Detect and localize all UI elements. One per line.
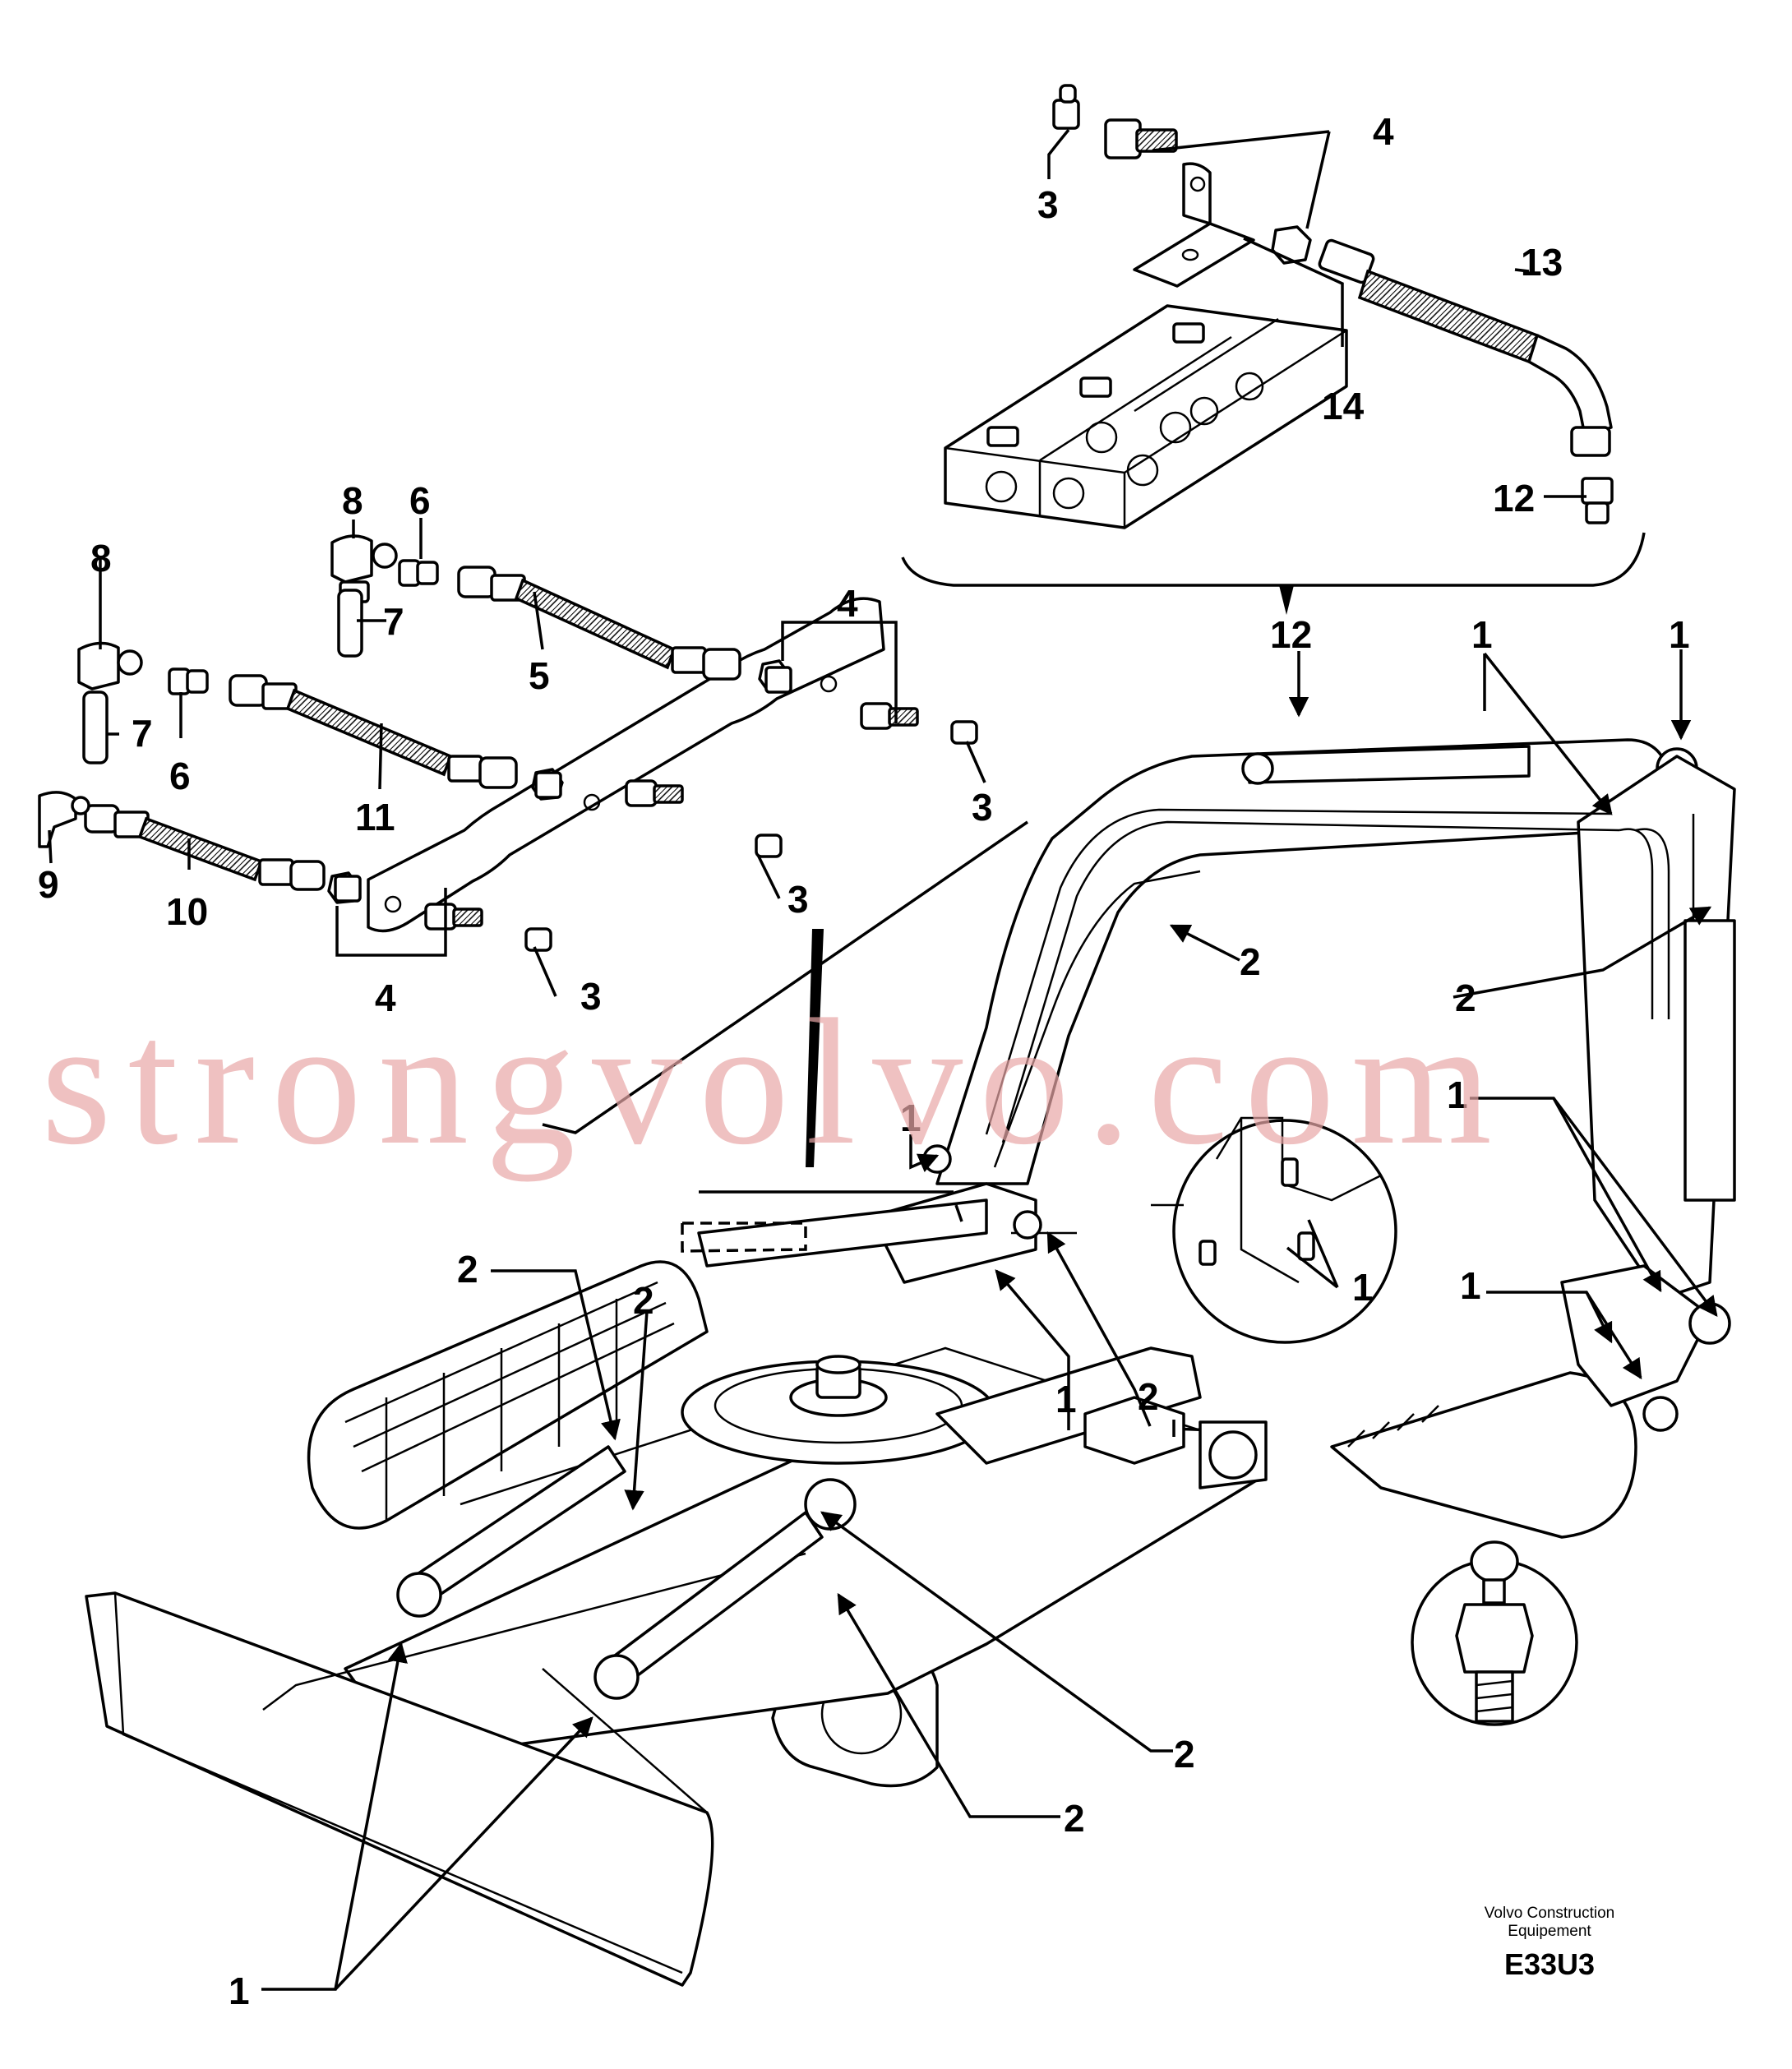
fitting-6a-part [398, 559, 439, 587]
callout-11: 11 [355, 796, 395, 838]
hose-13-part [1318, 238, 1613, 457]
hose-11-part [229, 674, 564, 801]
pipe-7b-part [82, 690, 109, 764]
callout-8: 8 [90, 537, 112, 580]
hose-5-part [457, 566, 791, 692]
bucket-part [1330, 1264, 1731, 1539]
callout-3: 3 [580, 975, 602, 1018]
callout-3: 3 [787, 878, 809, 921]
bolts-4-part [424, 702, 978, 952]
callout-7: 7 [383, 600, 404, 643]
callout-1: 1 [1471, 613, 1493, 656]
callout-1: 1 [1669, 613, 1690, 656]
callout-2: 2 [1064, 1797, 1085, 1840]
callout-1: 1 [1447, 1074, 1468, 1116]
distribution-block-part [944, 304, 1348, 529]
blade-cylinders-part [396, 1445, 857, 1700]
callout-1: 1 [1352, 1266, 1374, 1309]
detail-hoses-group [38, 534, 1028, 1167]
pipe-7a-part [337, 589, 363, 658]
callout-14: 14 [1322, 385, 1365, 427]
drawing-code: E33U3 [1504, 1947, 1595, 1981]
callout-9: 9 [38, 863, 59, 906]
detail-bracket-line-2 [542, 820, 1028, 1134]
callout-2: 2 [633, 1279, 654, 1322]
detail-bracket-line [901, 532, 1646, 587]
nut-part [1271, 225, 1312, 265]
credit-line-2: Equipement [1508, 1923, 1591, 1940]
callout-3: 3 [1037, 183, 1059, 226]
excavator-group [85, 1260, 1268, 1987]
dozer-blade-part [85, 1552, 806, 1987]
grease-nipple-part [1052, 84, 1080, 130]
callout-4: 4 [1373, 110, 1394, 153]
boom-part [935, 738, 1670, 1185]
bolt-part [1104, 118, 1178, 159]
detail-pointer [1279, 585, 1294, 615]
callout-2: 2 [1455, 977, 1476, 1019]
detail-pointer-2 [806, 929, 824, 1167]
callout-labels: 4 3 13 14 12 12 1 1 8 6 8 4 7 5 7 6 3 11… [38, 110, 1690, 2012]
callout-2: 2 [1240, 940, 1261, 983]
callout-4: 4 [837, 582, 858, 625]
callout-7: 7 [132, 712, 153, 755]
callout-13: 13 [1521, 241, 1563, 284]
magnifier-boom-pin [1151, 1116, 1397, 1344]
fitting-12-part [1581, 477, 1614, 524]
callout-6: 6 [169, 755, 191, 797]
callout-10: 10 [166, 890, 208, 933]
callout-8: 8 [342, 479, 363, 522]
callout-1: 1 [1055, 1378, 1077, 1420]
callout-12: 12 [1270, 613, 1312, 656]
detail-grease-block-group [901, 84, 1646, 615]
elbow-8b-part [77, 641, 143, 690]
callout-5: 5 [529, 654, 550, 697]
fitting-6b-part [168, 667, 209, 695]
callout-2: 2 [1138, 1375, 1159, 1418]
slewing-ring-part [681, 1355, 996, 1465]
callout-3: 3 [972, 786, 993, 829]
leader-lines [48, 128, 1718, 1991]
callout-4: 4 [375, 977, 396, 1019]
callout-2: 2 [1174, 1733, 1195, 1776]
manifold-plate-part [367, 597, 885, 933]
callout-2: 2 [457, 1248, 478, 1291]
callout-1: 1 [229, 1970, 250, 2012]
hose-10-part [84, 804, 360, 904]
bracket-part [1133, 162, 1255, 288]
callout-12: 12 [1493, 477, 1535, 520]
watermark-text: strongvolvo.com [41, 981, 1508, 1182]
magnifier-grease-nipple [1411, 1540, 1578, 1726]
credit-line-1: Volvo Construction [1485, 1905, 1614, 1922]
elbow-9-part [38, 791, 90, 848]
callout-1: 1 [900, 1097, 921, 1139]
crawler-track-part [307, 1260, 709, 1530]
arm-cylinder-part [1683, 919, 1736, 1202]
callout-6: 6 [409, 479, 431, 522]
callout-1: 1 [1460, 1264, 1481, 1307]
